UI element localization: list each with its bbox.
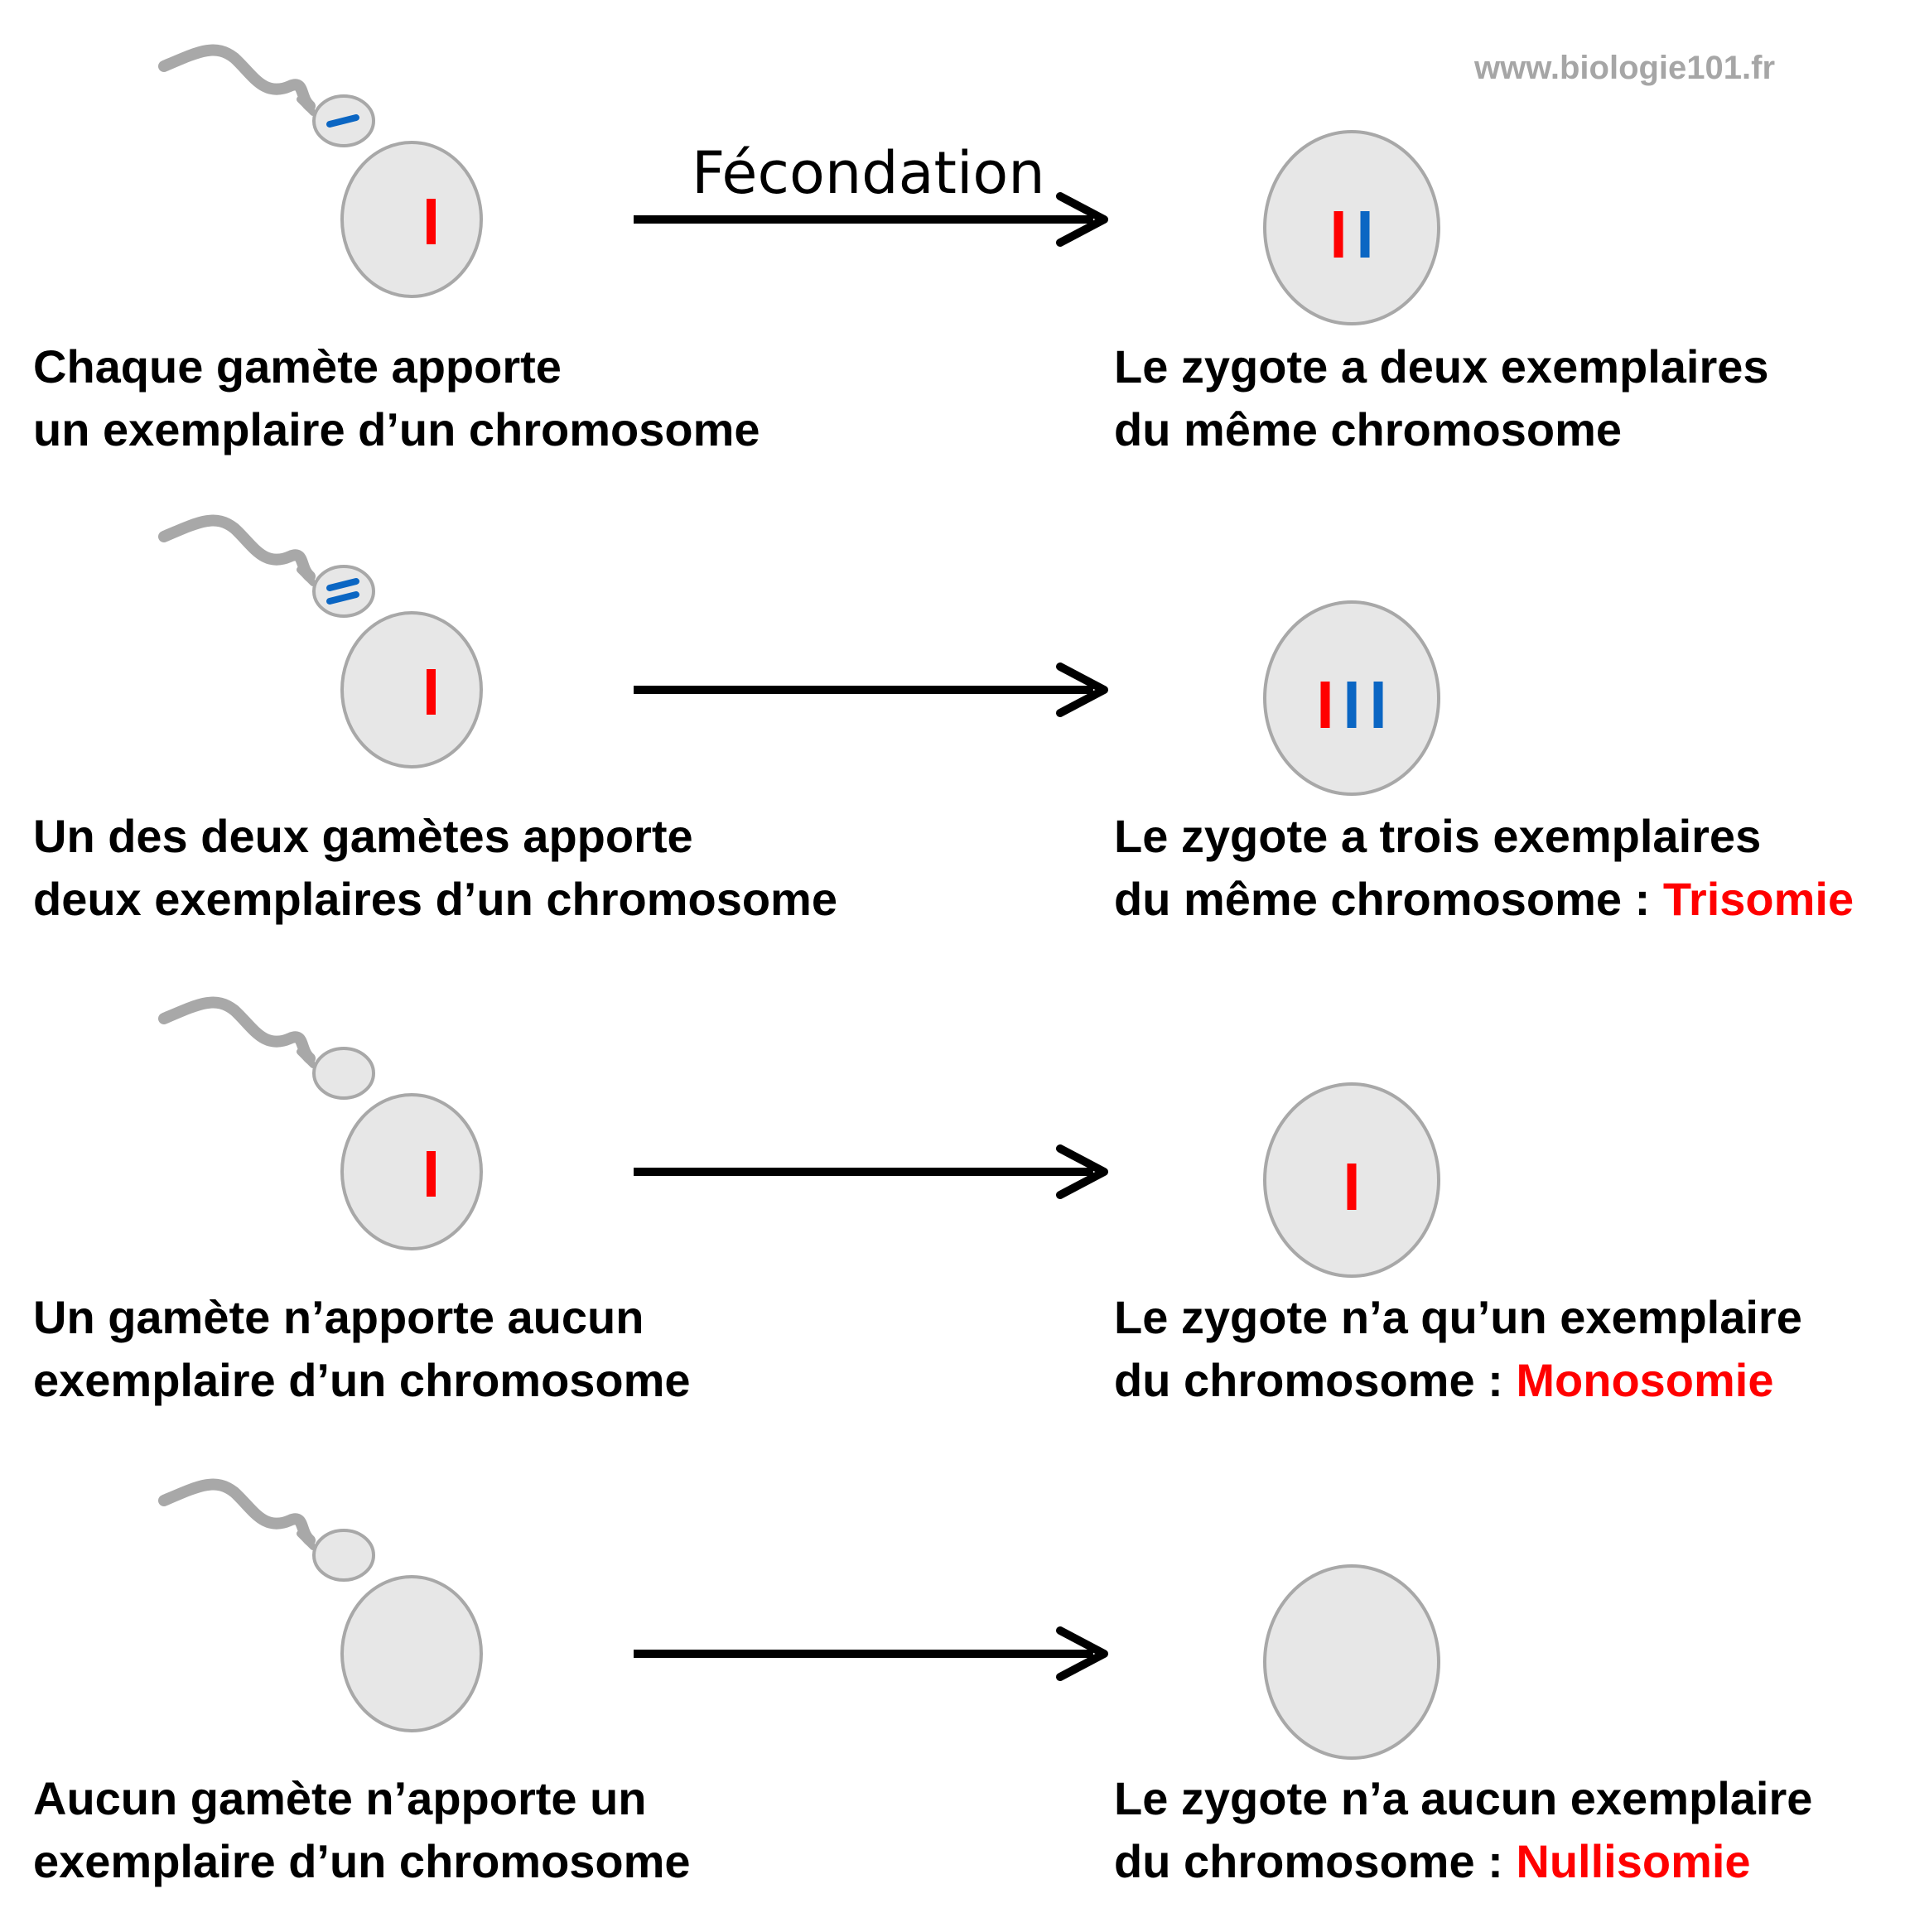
row-3-anomaly-term: Monosomie bbox=[1516, 1354, 1774, 1406]
row-3-right-caption: Le zygote n’a qu’un exemplaire du chromo… bbox=[1114, 1286, 1802, 1412]
row-1-zygote-cell bbox=[1263, 130, 1440, 325]
watermark: www.biologie101.fr bbox=[1474, 50, 1776, 86]
row-1-right-caption: Le zygote a deux exemplaires du même chr… bbox=[1114, 335, 1769, 461]
row-2-sperm-chromosome-1 bbox=[326, 578, 359, 591]
row-4-right-line-2: du chromosome : Nullisomie bbox=[1114, 1830, 1812, 1893]
row-4-right-line-1: Le zygote n’a aucun exemplaire bbox=[1114, 1772, 1813, 1824]
row-2-left-line-2: deux exemplaires d’un chromosome bbox=[33, 873, 837, 925]
row-1-left-line-2: un exemplaire d’un chromosome bbox=[33, 403, 760, 455]
row-1-arrow-head bbox=[1056, 192, 1108, 247]
row-4-zygote-cell bbox=[1263, 1564, 1440, 1760]
row-4-arrow-head bbox=[1056, 1626, 1108, 1681]
row-2-right-line-2-text: du même chromosome : bbox=[1114, 873, 1663, 925]
row-1-left-line-1: Chaque gamète apporte bbox=[33, 340, 562, 393]
row-1-right-line-2-text: du même chromosome bbox=[1114, 403, 1623, 455]
row-1-sperm-chromosome-1 bbox=[326, 114, 359, 128]
row-4-sperm-neck bbox=[297, 1530, 316, 1550]
row-4-egg-cell bbox=[340, 1575, 483, 1732]
row-1-left-caption: Chaque gamète apporte un exemplaire d’un… bbox=[33, 335, 760, 461]
row-1-right-line-1: Le zygote a deux exemplaires bbox=[1114, 340, 1769, 393]
row-1-egg-chromosome-1 bbox=[427, 199, 436, 244]
row-2-right-line-2: du même chromosome : Trisomie bbox=[1114, 868, 1854, 931]
row-1-sperm-tail bbox=[158, 44, 316, 112]
row-2-left-line-1: Un des deux gamètes apporte bbox=[33, 810, 693, 862]
row-1-right-line-2: du même chromosome bbox=[1114, 398, 1769, 461]
row-2-anomaly-term: Trisomie bbox=[1662, 873, 1854, 925]
row-2-sperm-head bbox=[312, 565, 375, 618]
row-4-left-caption: Aucun gamète n’apporte un exemplaire d’u… bbox=[33, 1767, 691, 1893]
row-2-right-caption: Le zygote a trois exemplaires du même ch… bbox=[1114, 805, 1854, 931]
row-4-right-caption: Le zygote n’a aucun exemplaire du chromo… bbox=[1114, 1767, 1812, 1893]
row-2-zygote-chromosome-1 bbox=[1320, 682, 1330, 728]
row-1-zygote-chromosome-1 bbox=[1334, 211, 1343, 258]
arrow-label-fecondation: Fécondation bbox=[692, 139, 1045, 207]
row-2-left-caption: Un des deux gamètes apporte deux exempla… bbox=[33, 805, 837, 931]
row-1-zygote-chromosome-2 bbox=[1360, 211, 1370, 258]
row-3-arrow-head bbox=[1056, 1144, 1108, 1199]
row-2-zygote-chromosome-2 bbox=[1347, 682, 1357, 728]
row-3-sperm-head bbox=[312, 1047, 375, 1100]
row-4-sperm-head bbox=[312, 1529, 375, 1582]
row-4-sperm-tail bbox=[158, 1478, 316, 1546]
row-3-right-line-2-text: du chromosome : bbox=[1114, 1354, 1517, 1406]
row-1-sperm-neck bbox=[297, 96, 316, 116]
row-3-right-line-1: Le zygote n’a qu’un exemplaire bbox=[1114, 1291, 1802, 1343]
row-4-right-line-2-text: du chromosome : bbox=[1114, 1835, 1517, 1887]
row-3-left-line-1: Un gamète n’apporte aucun bbox=[33, 1291, 644, 1343]
row-2-arrow-head bbox=[1056, 662, 1108, 717]
row-2-sperm-tail bbox=[158, 514, 316, 582]
row-4-left-line-1: Aucun gamète n’apporte un bbox=[33, 1772, 647, 1824]
row-3-zygote-chromosome-1 bbox=[1347, 1164, 1357, 1210]
row-2-egg-chromosome-1 bbox=[427, 669, 436, 715]
row-4-left-line-2: exemplaire d’un chromosome bbox=[33, 1835, 691, 1887]
row-3-right-line-2: du chromosome : Monosomie bbox=[1114, 1349, 1802, 1412]
row-2-sperm-neck bbox=[297, 566, 316, 586]
row-3-sperm-tail bbox=[158, 996, 316, 1064]
row-3-left-line-2: exemplaire d’un chromosome bbox=[33, 1354, 691, 1406]
row-2-sperm-chromosome-2 bbox=[326, 591, 359, 605]
row-3-egg-cell bbox=[340, 1093, 483, 1250]
row-3-egg-chromosome-1 bbox=[427, 1151, 436, 1197]
row-4-anomaly-term: Nullisomie bbox=[1516, 1835, 1751, 1887]
row-3-left-caption: Un gamète n’apporte aucun exemplaire d’u… bbox=[33, 1286, 691, 1412]
row-2-right-line-1: Le zygote a trois exemplaires bbox=[1114, 810, 1762, 862]
row-2-zygote-chromosome-3 bbox=[1373, 682, 1383, 728]
row-1-egg-cell bbox=[340, 141, 483, 298]
row-3-sperm-neck bbox=[297, 1048, 316, 1068]
row-2-egg-cell bbox=[340, 611, 483, 768]
